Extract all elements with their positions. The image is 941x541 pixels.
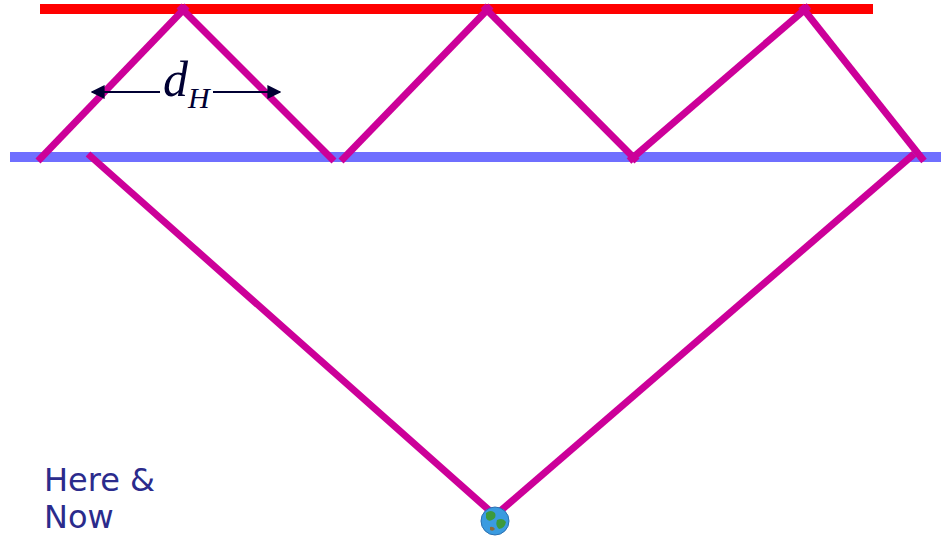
earth-land bbox=[486, 511, 496, 521]
earth-icon bbox=[481, 507, 509, 535]
upper-layer-line bbox=[40, 4, 873, 14]
caption-note: Here & Now bbox=[44, 462, 194, 536]
dimension-subscript: H bbox=[188, 81, 210, 114]
dimension-symbol: d bbox=[163, 51, 188, 107]
ray-segment bbox=[483, 6, 637, 161]
ray-segment bbox=[341, 6, 491, 161]
ray-segment bbox=[629, 6, 809, 161]
earth-globe bbox=[481, 507, 509, 535]
ray-path bbox=[38, 6, 924, 519]
ray-segment bbox=[491, 154, 914, 519]
earth-land bbox=[490, 527, 495, 531]
ray-segment bbox=[179, 6, 334, 161]
lower-layer-line bbox=[10, 152, 941, 162]
earth-land bbox=[496, 519, 506, 529]
ray-segment bbox=[38, 6, 187, 161]
ray-segment bbox=[801, 6, 924, 161]
dimension-label: dH bbox=[160, 51, 213, 126]
